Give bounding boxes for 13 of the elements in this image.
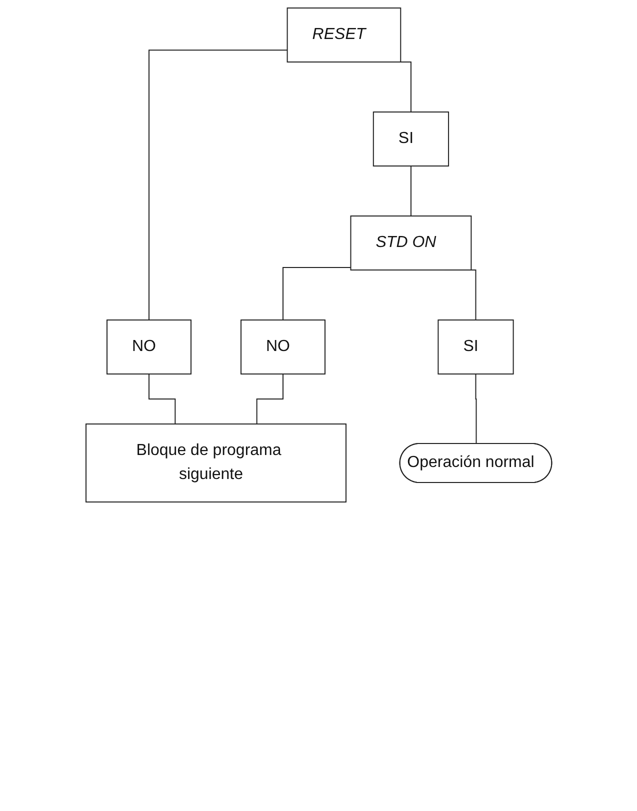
connector [256,374,284,424]
node-box: Bloque de programa siguiente [85,423,346,502]
connector [282,266,351,320]
node-box: NO [240,320,326,374]
connector [148,374,176,424]
connector [474,374,476,444]
node-box: STD ON [350,216,472,270]
connector [148,50,288,320]
node-box: SI [372,112,449,166]
node-box: RESET [286,8,401,62]
connector [410,166,412,216]
node-box: SI [437,320,514,374]
node-box: NO [106,320,192,374]
